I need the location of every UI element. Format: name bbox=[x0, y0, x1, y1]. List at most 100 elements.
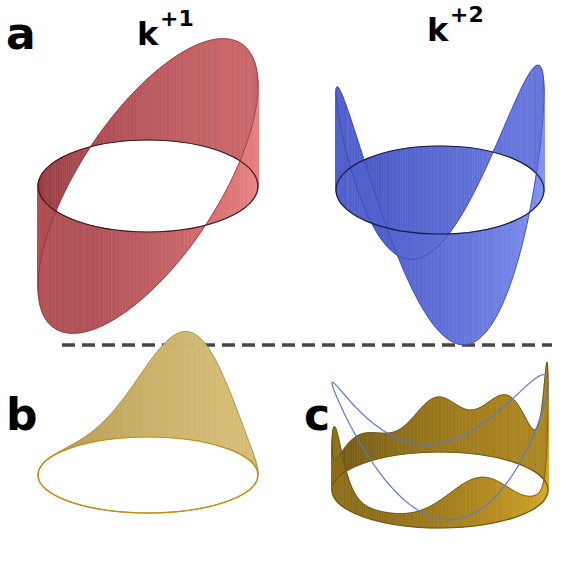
band-segment bbox=[448, 492, 451, 528]
band-segment bbox=[372, 509, 374, 521]
band-segment bbox=[205, 41, 207, 148]
band-segment bbox=[139, 84, 142, 140]
band-segment bbox=[148, 232, 151, 294]
band-segment bbox=[409, 418, 412, 453]
band-segment bbox=[492, 398, 494, 457]
band-segment bbox=[103, 419, 106, 440]
band-segment bbox=[205, 344, 207, 443]
band-segment bbox=[176, 54, 179, 142]
band-segment bbox=[131, 384, 134, 437]
band-segment bbox=[77, 221, 79, 333]
band-edge bbox=[336, 65, 544, 345]
band-segment bbox=[384, 433, 386, 457]
band-segment bbox=[434, 502, 437, 528]
band-segment bbox=[497, 226, 499, 316]
band-segment bbox=[437, 500, 440, 528]
band-segment bbox=[106, 229, 109, 324]
band-segment bbox=[168, 231, 171, 274]
base-ring bbox=[336, 146, 544, 234]
band-segment bbox=[379, 511, 381, 522]
band-segment bbox=[454, 146, 457, 227]
band-segment bbox=[182, 51, 185, 143]
band-segment bbox=[468, 480, 471, 527]
band-segment bbox=[446, 398, 449, 452]
band-segment bbox=[171, 58, 174, 141]
band-segment bbox=[485, 229, 487, 333]
band-segment bbox=[200, 338, 203, 442]
band-segment bbox=[475, 149, 478, 192]
band-segment bbox=[70, 153, 72, 181]
band-segment bbox=[440, 498, 443, 528]
band-segment bbox=[137, 87, 140, 141]
band-segment bbox=[503, 484, 505, 520]
band-segment bbox=[128, 95, 131, 140]
band-segment bbox=[490, 228, 492, 327]
band-segment bbox=[198, 336, 201, 441]
band-segment bbox=[445, 146, 448, 238]
band-segment bbox=[72, 219, 74, 333]
band-segment bbox=[465, 409, 468, 453]
band-segment bbox=[381, 433, 383, 458]
band-segment bbox=[451, 401, 454, 452]
band-segment bbox=[410, 232, 413, 291]
band-segment bbox=[460, 407, 463, 453]
band-segment bbox=[464, 233, 467, 345]
band-segment bbox=[470, 148, 473, 201]
band-segment bbox=[477, 231, 480, 340]
band-segment bbox=[162, 343, 165, 438]
band-segment bbox=[165, 231, 168, 276]
band-segment bbox=[487, 402, 490, 457]
band-segment bbox=[185, 229, 188, 254]
band-segment bbox=[512, 490, 514, 518]
band-segment bbox=[122, 396, 125, 438]
band-segment bbox=[88, 225, 90, 332]
band-segment bbox=[471, 410, 474, 454]
band-segment bbox=[394, 431, 397, 456]
band-segment bbox=[333, 426, 335, 497]
band-segment bbox=[93, 226, 96, 330]
band-segment bbox=[388, 433, 391, 457]
band-segment bbox=[114, 407, 117, 439]
band-segment bbox=[448, 234, 451, 341]
band-segment bbox=[508, 395, 510, 461]
band-segment bbox=[381, 511, 383, 522]
band-segment bbox=[484, 403, 487, 455]
band-segment bbox=[145, 364, 148, 437]
band-segment bbox=[160, 346, 163, 438]
band-segment bbox=[187, 48, 190, 143]
band-segment bbox=[437, 146, 440, 247]
band-segment bbox=[432, 504, 435, 528]
band-edge bbox=[38, 331, 258, 513]
band-segment bbox=[96, 226, 99, 328]
band-segment bbox=[413, 233, 416, 296]
band-segment bbox=[154, 232, 157, 288]
band-segment bbox=[388, 513, 391, 524]
band-segment bbox=[415, 412, 418, 453]
band-segment bbox=[501, 225, 503, 307]
band-segment bbox=[440, 234, 443, 335]
band-segment bbox=[139, 372, 142, 437]
band-segment bbox=[213, 355, 215, 445]
band-segment bbox=[217, 363, 219, 446]
band-segment bbox=[176, 333, 179, 439]
base-ring bbox=[38, 437, 258, 513]
band-segment bbox=[386, 433, 388, 457]
band-segment bbox=[337, 433, 339, 503]
band-segment bbox=[418, 233, 421, 306]
reference-curve bbox=[332, 375, 548, 520]
band-segment bbox=[226, 382, 228, 449]
band-segment bbox=[187, 332, 190, 440]
base-ring bbox=[332, 452, 548, 528]
band-segment bbox=[420, 406, 423, 453]
band-segment bbox=[160, 66, 163, 140]
band-segment bbox=[122, 231, 125, 314]
band-segment bbox=[383, 152, 385, 244]
band-segment bbox=[101, 422, 104, 441]
band-segment bbox=[514, 400, 516, 463]
band-segment bbox=[479, 407, 482, 455]
band-segment bbox=[145, 78, 148, 140]
band-segment bbox=[384, 512, 386, 523]
band-segment bbox=[424, 233, 427, 314]
band-segment bbox=[195, 334, 198, 441]
band-segment bbox=[462, 408, 465, 453]
